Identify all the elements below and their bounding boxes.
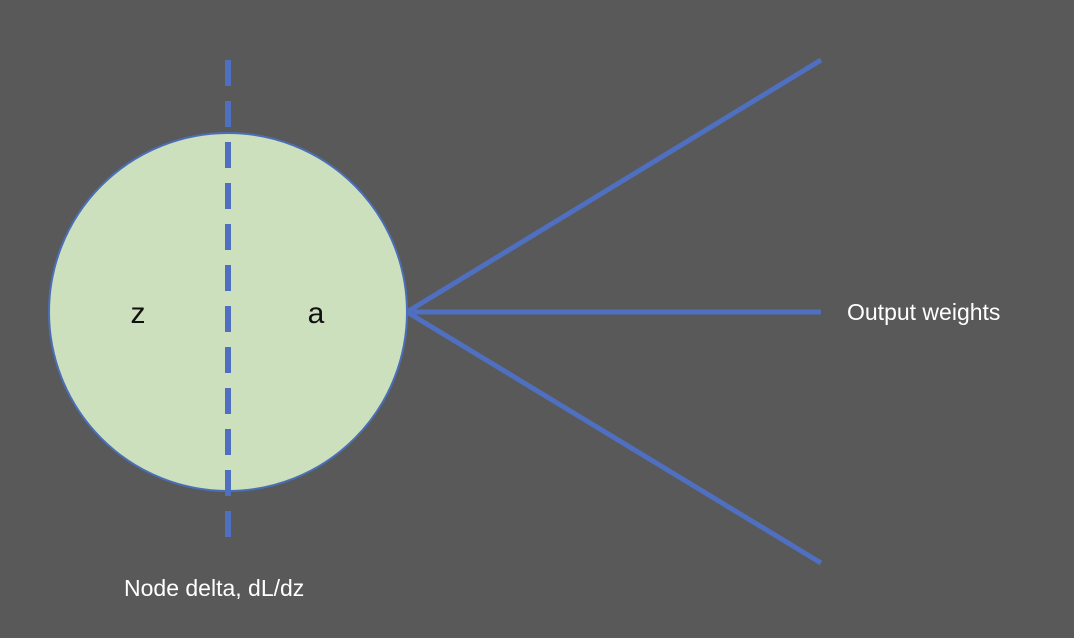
output-weight-line-top xyxy=(405,57,823,315)
output-weight-line-bottom xyxy=(405,309,823,566)
node-label-a: a xyxy=(308,297,325,330)
node-delta-label: Node delta, dL/dz xyxy=(124,575,304,601)
node-label-z: z xyxy=(131,297,146,330)
output-weights-label: Output weights xyxy=(847,299,1000,325)
